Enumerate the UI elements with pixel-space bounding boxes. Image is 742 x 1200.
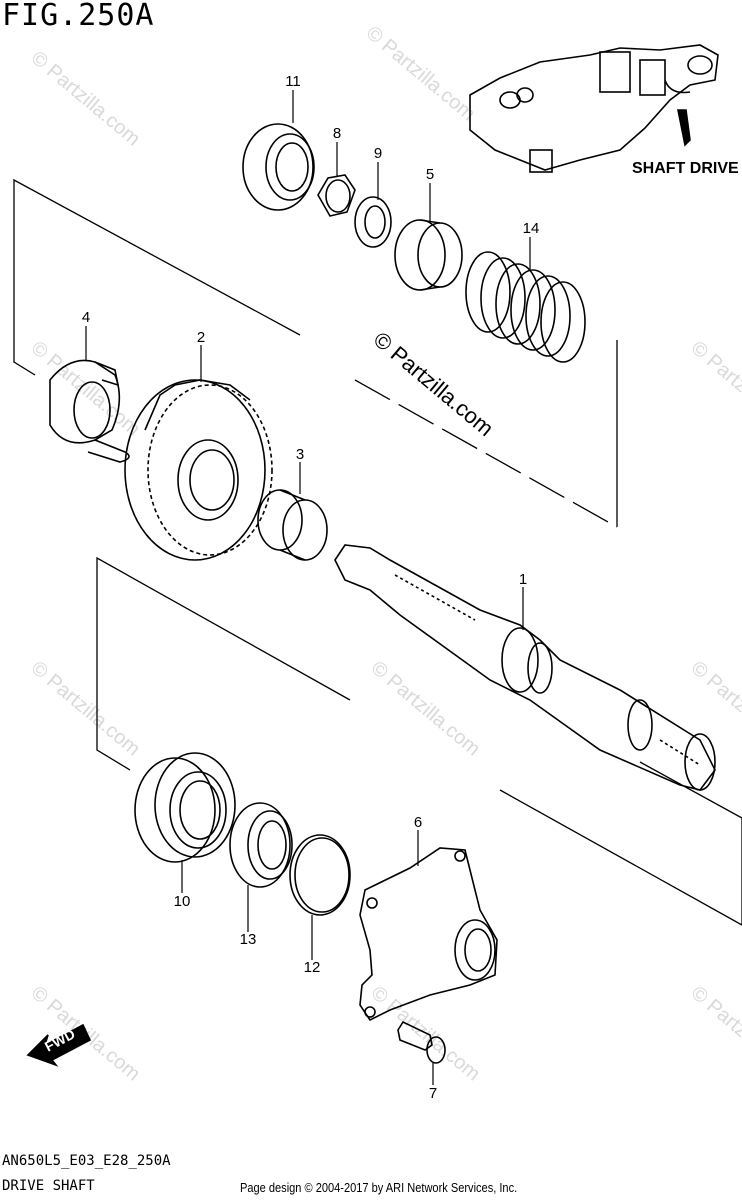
watermark-main: © Partzilla.com (369, 327, 499, 441)
callout-3: 3 (296, 446, 304, 463)
callout-13: 13 (240, 931, 257, 948)
page-credit: Page design © 2004-2017 by ARI Network S… (240, 1180, 518, 1195)
callout-14: 14 (523, 220, 540, 237)
callout-9: 9 (374, 145, 382, 162)
part-1-drive-shaft (334, 544, 716, 791)
assembly-lines (13, 178, 742, 926)
engine-port (687, 55, 713, 75)
diagram-code: AN650L5_E03_E28_250A (2, 1153, 171, 1169)
part-13-oil-seal (229, 802, 293, 888)
callout-11: 11 (285, 73, 301, 90)
watermark-tile: © Partzilla.com (367, 657, 484, 760)
diagram-name: DRIVE SHAFT (2, 1178, 95, 1194)
callout-leaders (85, 90, 531, 1085)
shaft-drive-pointer (677, 109, 691, 147)
watermark-tile: © Partzilla.com (27, 657, 144, 760)
upper-left-bracket-line (13, 178, 301, 376)
engine-fitting (529, 149, 553, 173)
part-10-bearing (134, 752, 236, 863)
callout-2: 2 (197, 329, 205, 346)
part-12-o-ring (289, 834, 351, 916)
part-2-gear (124, 379, 273, 561)
lower-left-bracket-line (96, 556, 351, 771)
callout-numbers: 11 8 9 5 14 4 2 3 1 6 10 13 12 7 (82, 73, 540, 1102)
watermark-tile: © Partzilla.com (687, 982, 742, 1085)
callout-10: 10 (174, 893, 191, 910)
watermark-tiles: © Partzilla.com © Partzilla.com © Partzi… (27, 22, 742, 1085)
upper-dashed-line (354, 379, 618, 528)
watermark-tile: © Partzilla.com (687, 657, 742, 760)
part-4-cam (49, 359, 130, 463)
watermark-tile: © Partzilla.com (362, 22, 479, 125)
part-7-bolt (397, 1020, 446, 1064)
callout-8: 8 (333, 125, 341, 142)
figure-title: FIG.250A (2, 0, 155, 33)
part-9-washer (354, 196, 392, 248)
part-5-spring-seat (394, 219, 463, 291)
callout-12: 12 (304, 959, 321, 976)
fwd-arrow-icon: FWD (26, 1023, 92, 1067)
part-3-bushing (257, 489, 328, 561)
callout-1: 1 (519, 571, 527, 588)
shaft-drive-coil (664, 79, 691, 94)
engine-block (639, 59, 666, 96)
engine-port (516, 87, 534, 103)
part-11-oil-seal (242, 123, 315, 211)
engine-block (599, 51, 631, 93)
shaft-drive-label: SHAFT DRIVE (632, 160, 739, 177)
callout-7: 7 (429, 1085, 437, 1102)
engine-outline (469, 44, 719, 171)
watermark-tile: © Partzilla.com (687, 337, 742, 440)
callout-6: 6 (414, 814, 422, 831)
lower-right-shaft-line (639, 761, 742, 819)
part-8-nut (317, 174, 356, 217)
watermark-tile: © Partzilla.com (27, 47, 144, 150)
callout-5: 5 (426, 166, 434, 183)
shaft-drive-inset: SHAFT DRIVE (469, 44, 739, 177)
callout-4: 4 (82, 309, 90, 326)
part-14-spring (465, 251, 586, 363)
part-6-housing (359, 847, 498, 1022)
lower-return-line (499, 789, 742, 926)
